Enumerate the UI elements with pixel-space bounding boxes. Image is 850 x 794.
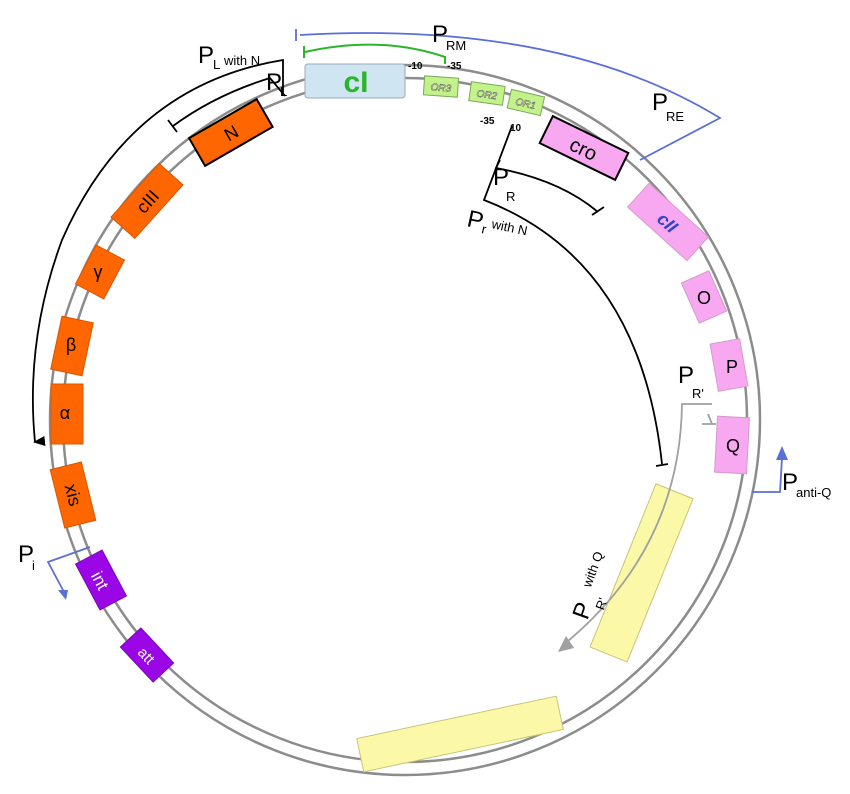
label-PL: P L — [266, 69, 287, 99]
operator-OR1: OR1 — [506, 88, 546, 117]
label-PR-prime-with-Q-suffix: with Q — [579, 549, 606, 590]
label-PRM-main: P — [432, 21, 448, 48]
gene-cII: cII — [626, 182, 710, 262]
gene-Q — [714, 415, 750, 475]
PR-transcript — [494, 159, 599, 213]
label-Pr-with-N: P r with N — [465, 205, 529, 238]
label-PR-prime-sub: R' — [692, 386, 704, 401]
gene-xis: xis — [49, 461, 97, 529]
label-PL-with-N-sub: L — [213, 57, 220, 72]
gene-cIII: cIII — [110, 162, 184, 240]
Pr-with-N-terminator — [655, 463, 669, 467]
gene-att: att — [119, 627, 175, 683]
gene-beta — [50, 315, 94, 377]
gene-gamma-label: γ — [94, 262, 103, 282]
label-PRM-sub: RM — [446, 38, 466, 53]
label-PL-sub: L — [280, 84, 287, 99]
gene-beta-label: β — [66, 335, 76, 355]
Pi-transcript — [46, 546, 91, 593]
Panti-Q-transcript — [752, 457, 783, 493]
late-gene-region-right — [589, 483, 694, 663]
gene-P-label: P — [726, 357, 738, 377]
PR-terminator — [591, 206, 605, 216]
PL-terminator — [167, 119, 178, 133]
label-Pi-sub: i — [32, 558, 35, 573]
operator-OR3: OR3 — [422, 75, 460, 98]
late-gene-region-bottom — [356, 695, 564, 773]
label-Panti-Q-sub: anti-Q — [796, 485, 831, 500]
label-PL-with-N-main: P — [198, 42, 214, 69]
gene-O-label: O — [697, 288, 711, 308]
gene-P — [709, 338, 749, 392]
PRM-transcript — [304, 43, 446, 64]
gene-cI: cI — [304, 63, 406, 99]
label-Panti-Q-main: P — [782, 469, 798, 496]
label-PR-prime: P R' — [678, 362, 704, 401]
label-PR-prime-with-Q-sub: R' — [592, 596, 610, 612]
PR-prime-transcript — [707, 413, 713, 425]
gene-Q-label: Q — [726, 436, 740, 456]
PRE-transcript — [299, 32, 722, 161]
gene-gamma — [74, 244, 126, 300]
gene-alpha-label: α — [60, 403, 70, 423]
label-PL-with-N: P L with N — [198, 42, 260, 72]
label-Pi: P i — [18, 541, 35, 573]
marker-minus10-right: 10 — [510, 123, 522, 134]
Panti-Q-arrowhead — [776, 446, 788, 460]
operator-OR1-label: OR1 — [514, 97, 537, 112]
gene-int: int — [74, 549, 128, 611]
label-Panti-Q: P anti-Q — [782, 469, 831, 500]
label-Pi-main: P — [18, 541, 34, 568]
label-PR-prime-main: P — [678, 362, 694, 389]
PR-prime-with-Q-arrowhead — [558, 636, 574, 652]
label-PL-with-N-suffix: with N — [223, 53, 260, 68]
gene-cI-label: cI — [343, 66, 368, 99]
Pi-arrowhead — [58, 590, 68, 600]
label-PR-main: P — [493, 164, 509, 191]
label-PRE: P RE — [652, 89, 684, 124]
label-PRE-sub: RE — [666, 109, 684, 124]
operator-OR3-label: OR3 — [430, 82, 452, 94]
label-Pr-with-N-sub: r — [480, 221, 488, 237]
label-PL-main: P — [266, 69, 282, 96]
label-PRM: P RM — [432, 21, 466, 53]
operator-OR2-label: OR2 — [476, 89, 498, 103]
Pr-with-N-transcript — [482, 125, 663, 465]
label-PRE-main: P — [652, 89, 668, 116]
label-PR: P R — [493, 164, 515, 204]
marker-minus10-left: -10 — [408, 61, 423, 72]
operator-OR2: OR2 — [468, 81, 506, 106]
PL-transcript — [172, 76, 286, 127]
label-PR-sub: R — [506, 189, 515, 204]
PL-with-N-transcript — [31, 58, 284, 447]
gene-N: N — [187, 97, 275, 168]
gene-alpha — [50, 383, 84, 445]
gene-cro: cro — [538, 114, 630, 182]
marker-minus35-left: -35 — [447, 61, 462, 72]
marker-minus35-right: -35 — [480, 116, 495, 127]
gene-O — [680, 270, 728, 324]
label-Pr-with-N-main: P — [465, 205, 486, 235]
PR-prime-with-Q-transcript — [561, 403, 712, 647]
